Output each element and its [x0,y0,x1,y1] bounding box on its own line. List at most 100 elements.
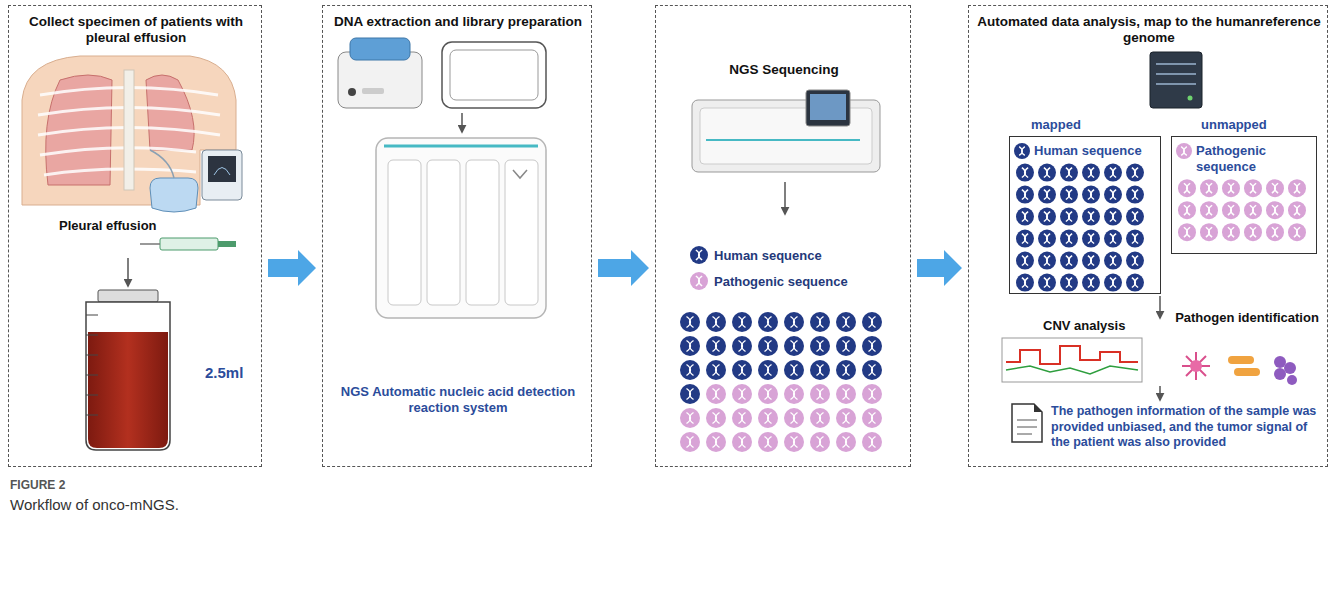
legend-label: Pathogenic sequence [714,274,904,290]
node-label: mapped [1031,117,1121,133]
sequence-icon [862,336,882,356]
sequence-icon [810,408,830,428]
sequencer-icon [692,90,880,172]
blood-tube [86,290,170,450]
sequence-icon [732,408,752,428]
sequence-icon [862,312,882,332]
sequence-icon [1200,201,1218,219]
sequence-icon [1082,186,1100,204]
flow-arrow [917,250,962,286]
sequence-icon [810,336,830,356]
result-note: The pathogen information of the sample w… [1051,404,1319,451]
sequence-icon [1038,274,1056,292]
sequence-icon [758,384,778,404]
sequence-icon [1126,274,1144,292]
sequence-icon [836,312,856,332]
sequence-icon [862,408,882,428]
panel-heading: Collect specimen of patients with pleura… [15,14,257,46]
process-panel: Collect specimen of patients with pleura… [8,5,262,467]
sequence-icon [1038,186,1056,204]
sequence-icon [1104,230,1122,248]
sequence-icon [1126,208,1144,226]
sequence-icon [1288,201,1306,219]
sequence-icon [1178,179,1196,197]
sequence-icon [680,432,700,452]
node-label: unmapped [1201,117,1301,133]
ultrasound-device [202,150,242,200]
sequence-icon [1126,186,1144,204]
sequence-icon [1266,179,1284,197]
sequence-icon [810,312,830,332]
instrument-label: NGS Automatic nucleic acid detection rea… [333,384,583,415]
cnv-chart [1002,338,1142,382]
sequence-icon [836,360,856,380]
sequence-icon [690,272,708,290]
legend-label: Human sequence [714,248,904,264]
sequence-icon [1082,274,1100,292]
sequence-icon [784,384,804,404]
sequence-icon [1266,223,1284,241]
panel-heading: Automated data analysis, map to the huma… [975,14,1323,46]
sequence-icon [1104,274,1122,292]
sequence-icon [1126,252,1144,270]
sequence-icon [836,408,856,428]
sequence-icon [1016,164,1034,182]
sequence-icon [680,384,700,404]
sequence-icon [1060,274,1078,292]
server-icon [1150,52,1202,108]
sequence-icon [1178,201,1196,219]
process-panel: DNA extraction and library preparationNG… [322,5,592,467]
sequence-icon [1060,208,1078,226]
sequence-icon [862,360,882,380]
figure-caption: Workflow of onco-mNGS. [10,496,179,513]
flow-arrow [598,250,649,286]
sequence-icon [810,360,830,380]
process-panel: NGS SequencingHuman sequencePathogenic s… [655,5,911,467]
sequence-icon [732,432,752,452]
sequence-icon [680,336,700,356]
sequence-icon [1104,164,1122,182]
sequence-icon [1244,179,1262,197]
node-label: Human sequence [1034,143,1158,159]
pathogen-icons [1182,352,1297,385]
node-label: Pathogenic sequence [1196,143,1312,174]
sequence-icon [1244,223,1262,241]
sequence-icon [1200,223,1218,241]
sequence-icon [706,312,726,332]
sequence-icon [1082,164,1100,182]
sequence-icon [1016,252,1034,270]
sequence-icon [1266,201,1284,219]
sequence-icon [706,360,726,380]
sequence-icon [1176,143,1192,159]
sequence-icon [1016,186,1034,204]
sequence-icon [680,312,700,332]
sequence-icon [758,408,778,428]
sequence-icon [1288,223,1306,241]
sequence-icon [1082,230,1100,248]
sequence-icon [732,336,752,356]
node-label: CNV analysis [1041,318,1155,334]
sequence-icon [1060,230,1078,248]
sequence-icon [784,336,804,356]
volume-label: 2.5ml [205,364,261,382]
sequence-icon [1060,186,1078,204]
sequence-icon [758,336,778,356]
sequence-icon [1126,164,1144,182]
sequence-icon [784,432,804,452]
sequence-icon [810,384,830,404]
sequence-icon [1082,252,1100,270]
sequence-icon [1038,164,1056,182]
sequence-icon [836,336,856,356]
sequence-icon [810,432,830,452]
sequence-icon [758,360,778,380]
figure-number: FIGURE 2 [10,478,65,492]
sequence-icon [1038,252,1056,270]
sequence-icon [1200,179,1218,197]
sequence-icon [1178,223,1196,241]
down-arrow [1159,386,1161,400]
sequence-icon [862,432,882,452]
sequence-icon [706,384,726,404]
sequence-icon [732,360,752,380]
